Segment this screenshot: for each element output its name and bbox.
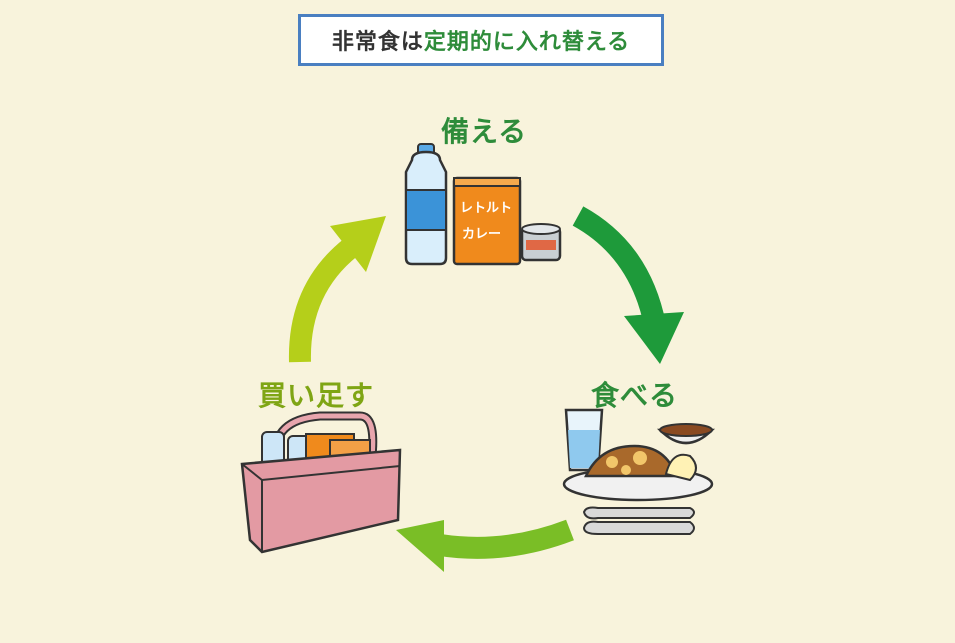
- pouch-line-2: カレー: [462, 227, 501, 242]
- pouch-line-1: レトルト: [460, 201, 512, 216]
- shopping-basket-icon: [240, 411, 402, 554]
- water-bottle-icon: [404, 143, 448, 266]
- retort-curry-pouch-icon: レトルト カレー: [452, 176, 522, 266]
- arrow-restock-to-prepare: [288, 216, 386, 363]
- stage-label-eat: 食べる: [591, 379, 679, 412]
- glass-of-water-icon: [564, 408, 604, 472]
- arrow-prepare-to-eat: [572, 206, 684, 364]
- curry-plate-icon: [562, 444, 714, 502]
- title-part-1: 非常食は: [331, 30, 424, 55]
- spoon-and-fork-icon: [582, 506, 695, 535]
- canned-food-icon: [520, 223, 562, 262]
- sauce-bowl-icon: [656, 423, 716, 445]
- title-part-2: 定期的に入れ替える: [423, 30, 631, 55]
- stage-label-restock: 買い足す: [258, 379, 375, 412]
- stage-label-prepare: 備える: [441, 115, 528, 148]
- arrow-eat-to-restock: [396, 519, 574, 572]
- title-banner: 非常食は定期的に入れ替える: [298, 14, 664, 66]
